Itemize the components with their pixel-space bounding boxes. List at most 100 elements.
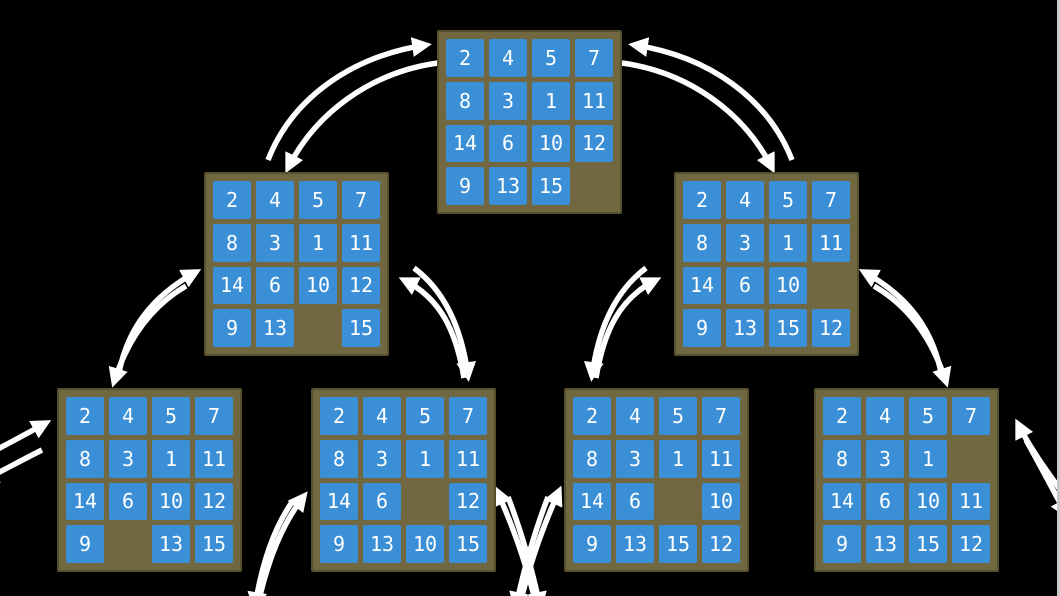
tile-5: 5 bbox=[532, 39, 570, 77]
tile-1: 1 bbox=[659, 439, 697, 478]
tile-14: 14 bbox=[683, 266, 721, 305]
tile-7: 7 bbox=[702, 397, 740, 435]
tile-14: 14 bbox=[320, 482, 358, 521]
tile-15: 15 bbox=[195, 525, 233, 563]
tile-7: 7 bbox=[575, 39, 613, 77]
tile-13: 13 bbox=[866, 525, 904, 563]
tile-3: 3 bbox=[616, 439, 654, 478]
tile-6: 6 bbox=[726, 266, 764, 305]
tile-13: 13 bbox=[726, 309, 764, 347]
tile-1: 1 bbox=[299, 223, 337, 262]
tile-2: 2 bbox=[446, 39, 484, 77]
tile-8: 8 bbox=[213, 223, 251, 262]
tile-14: 14 bbox=[213, 266, 251, 305]
tile-15: 15 bbox=[769, 309, 807, 347]
tile-11: 11 bbox=[952, 482, 990, 521]
tile-7: 7 bbox=[195, 397, 233, 435]
arrow-rightchild-to-leaf3 bbox=[583, 265, 648, 382]
tile-1: 1 bbox=[152, 439, 190, 478]
tile-4: 4 bbox=[109, 397, 147, 435]
tile-9: 9 bbox=[823, 525, 861, 563]
tile-7: 7 bbox=[812, 181, 850, 219]
arrow-offscreen-to-leaf2 bbox=[257, 491, 308, 596]
tile-7: 7 bbox=[952, 397, 990, 435]
tile-3: 3 bbox=[866, 439, 904, 478]
tile-6: 6 bbox=[866, 482, 904, 521]
tile-8: 8 bbox=[320, 439, 358, 478]
tile-1: 1 bbox=[769, 223, 807, 262]
tile-2: 2 bbox=[573, 397, 611, 435]
tile-7: 7 bbox=[449, 397, 487, 435]
tile-7: 7 bbox=[342, 181, 380, 219]
tile-9: 9 bbox=[213, 309, 251, 347]
tile-5: 5 bbox=[299, 181, 337, 219]
empty-cell bbox=[952, 440, 990, 478]
tile-11: 11 bbox=[812, 223, 850, 262]
tile-8: 8 bbox=[683, 223, 721, 262]
tile-10: 10 bbox=[532, 124, 570, 163]
tile-10: 10 bbox=[769, 266, 807, 305]
tile-14: 14 bbox=[446, 124, 484, 163]
tile-12: 12 bbox=[575, 124, 613, 163]
empty-cell bbox=[406, 483, 444, 521]
tile-2: 2 bbox=[66, 397, 104, 435]
tile-13: 13 bbox=[256, 309, 294, 347]
arrow-leftchild-to-root bbox=[265, 37, 432, 161]
tile-6: 6 bbox=[256, 266, 294, 305]
tile-9: 9 bbox=[683, 309, 721, 347]
tile-4: 4 bbox=[363, 397, 401, 435]
empty-cell bbox=[299, 309, 337, 347]
tile-14: 14 bbox=[823, 482, 861, 521]
tile-11: 11 bbox=[449, 439, 487, 478]
tile-4: 4 bbox=[616, 397, 654, 435]
tile-12: 12 bbox=[952, 525, 990, 563]
tile-3: 3 bbox=[256, 223, 294, 262]
tile-15: 15 bbox=[342, 309, 380, 347]
arrow-root-to-rightchild bbox=[621, 60, 775, 174]
tile-8: 8 bbox=[823, 439, 861, 478]
tile-9: 9 bbox=[66, 525, 104, 563]
tile-3: 3 bbox=[489, 81, 527, 120]
tile-6: 6 bbox=[363, 482, 401, 521]
arrow-offscreen-to-leaf2-center bbox=[493, 485, 537, 596]
tile-1: 1 bbox=[406, 439, 444, 478]
tile-11: 11 bbox=[575, 81, 613, 120]
tile-13: 13 bbox=[363, 525, 401, 563]
tile-11: 11 bbox=[342, 223, 380, 262]
tile-15: 15 bbox=[532, 167, 570, 205]
tile-4: 4 bbox=[256, 181, 294, 219]
tile-15: 15 bbox=[449, 525, 487, 563]
tile-10: 10 bbox=[152, 482, 190, 521]
arrow-leaf1-to-offscreen bbox=[0, 447, 44, 483]
arrow-leftchild-to-leaf1 bbox=[108, 283, 188, 388]
arrow-root-to-leftchild bbox=[285, 60, 439, 174]
tile-5: 5 bbox=[909, 397, 947, 435]
tile-10: 10 bbox=[702, 482, 740, 521]
arrow-offscreen-to-leaf3 bbox=[519, 485, 563, 596]
tile-2: 2 bbox=[320, 397, 358, 435]
tile-10: 10 bbox=[406, 525, 444, 563]
empty-cell bbox=[109, 525, 147, 563]
tile-4: 4 bbox=[489, 39, 527, 77]
empty-cell bbox=[812, 267, 850, 305]
arrow-offscreen-to-leaf1 bbox=[0, 420, 52, 451]
tile-13: 13 bbox=[616, 525, 654, 563]
arrow-rightchild-to-root bbox=[628, 37, 795, 161]
tile-15: 15 bbox=[909, 525, 947, 563]
tile-4: 4 bbox=[866, 397, 904, 435]
tile-14: 14 bbox=[66, 482, 104, 521]
empty-cell bbox=[659, 483, 697, 521]
arrow-leaf4-to-offscreen bbox=[1023, 438, 1060, 520]
tile-1: 1 bbox=[532, 81, 570, 120]
empty-cell bbox=[575, 167, 613, 205]
arrow-leaf2-to-offscreen bbox=[247, 500, 295, 596]
tile-15: 15 bbox=[659, 525, 697, 563]
tile-13: 13 bbox=[152, 525, 190, 563]
tile-5: 5 bbox=[152, 397, 190, 435]
